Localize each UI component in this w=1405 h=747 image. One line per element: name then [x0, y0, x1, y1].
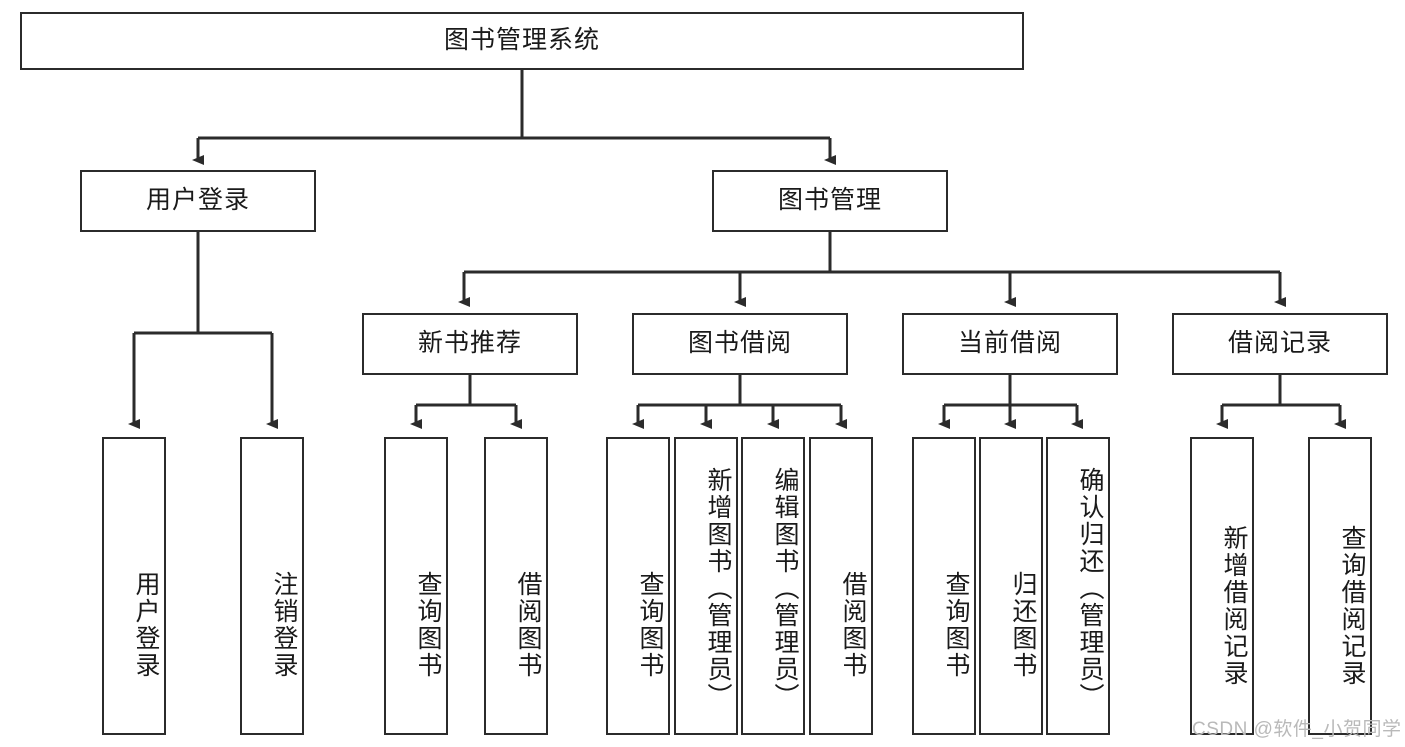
node-leaf-borrow-book-2-label: 借阅图书	[839, 571, 867, 679]
node-new-book-rec[interactable]: 新书推荐	[362, 313, 578, 375]
node-leaf-add-record[interactable]: 新增借阅记录	[1190, 437, 1254, 735]
node-leaf-user-logout-label: 注销登录	[270, 571, 298, 679]
node-borrow-record[interactable]: 借阅记录	[1172, 313, 1388, 375]
node-new-book-rec-label: 新书推荐	[417, 329, 522, 358]
node-book-manage-label: 图书管理	[777, 186, 882, 215]
node-leaf-add-record-label: 新增借阅记录	[1220, 525, 1248, 687]
node-leaf-edit-book-label: 编辑图书（管理员）	[771, 466, 799, 710]
node-leaf-query-book-2[interactable]: 查询图书	[606, 437, 670, 735]
node-current-borrow[interactable]: 当前借阅	[902, 313, 1118, 375]
node-book-borrow[interactable]: 图书借阅	[632, 313, 848, 375]
node-book-borrow-label: 图书借阅	[687, 329, 792, 358]
node-root-label: 图书管理系统	[443, 26, 600, 55]
node-leaf-query-book-3-label: 查询图书	[942, 571, 970, 679]
node-leaf-add-book[interactable]: 新增图书（管理员）	[674, 437, 738, 735]
node-borrow-record-label: 借阅记录	[1227, 329, 1332, 358]
node-leaf-borrow-book-2[interactable]: 借阅图书	[809, 437, 873, 735]
node-leaf-return-book[interactable]: 归还图书	[979, 437, 1043, 735]
node-leaf-query-book-1-label: 查询图书	[414, 571, 442, 679]
node-book-manage[interactable]: 图书管理	[712, 170, 948, 232]
node-leaf-query-record[interactable]: 查询借阅记录	[1308, 437, 1372, 735]
node-leaf-user-logout[interactable]: 注销登录	[240, 437, 304, 735]
node-user-login-label: 用户登录	[145, 186, 250, 215]
node-leaf-query-record-label: 查询借阅记录	[1338, 525, 1366, 687]
node-leaf-return-book-label: 归还图书	[1009, 571, 1037, 679]
csdn-watermark: CSDN @软件_小贺同学	[1192, 719, 1402, 740]
node-leaf-borrow-book-1[interactable]: 借阅图书	[484, 437, 548, 735]
node-leaf-query-book-1[interactable]: 查询图书	[384, 437, 448, 735]
node-current-borrow-label: 当前借阅	[957, 329, 1062, 358]
node-user-login[interactable]: 用户登录	[80, 170, 316, 232]
node-leaf-query-book-2-label: 查询图书	[636, 571, 664, 679]
node-leaf-query-book-3[interactable]: 查询图书	[912, 437, 976, 735]
node-leaf-confirm-return-label: 确认归还（管理员）	[1076, 466, 1104, 710]
node-leaf-user-login[interactable]: 用户登录	[102, 437, 166, 735]
node-leaf-add-book-label: 新增图书（管理员）	[704, 466, 732, 710]
node-leaf-confirm-return[interactable]: 确认归还（管理员）	[1046, 437, 1110, 735]
node-leaf-user-login-label: 用户登录	[132, 571, 160, 679]
node-leaf-edit-book[interactable]: 编辑图书（管理员）	[741, 437, 805, 735]
node-leaf-borrow-book-1-label: 借阅图书	[514, 571, 542, 679]
node-root[interactable]: 图书管理系统	[20, 12, 1024, 70]
